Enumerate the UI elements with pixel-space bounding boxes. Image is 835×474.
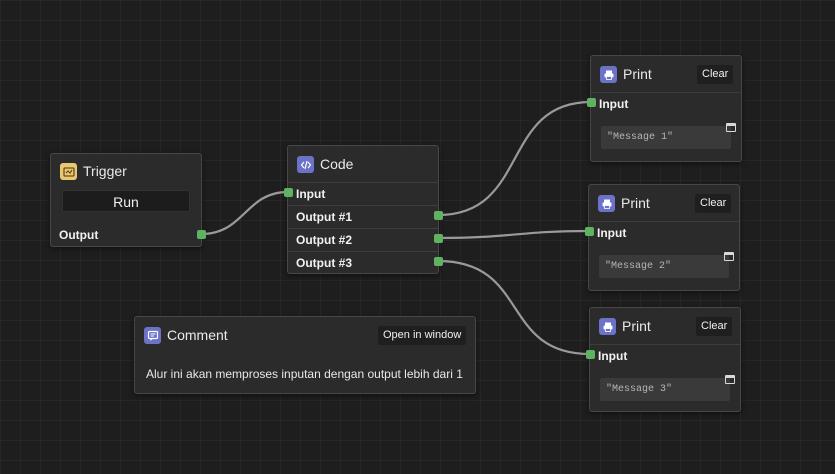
print-1-message: "Message 1" <box>607 132 674 143</box>
window-icon[interactable] <box>726 123 736 132</box>
code-input-label: Input <box>296 187 326 201</box>
code-output-1-row: Output #1 <box>288 205 438 227</box>
print-node-2[interactable]: Print Clear Input "Message 2" <box>585 184 740 291</box>
trigger-node-title: Trigger <box>83 163 127 179</box>
print-2-input-row: Input <box>589 221 739 243</box>
trigger-output-port[interactable] <box>197 230 206 239</box>
wire-trigger-to-code <box>200 190 289 236</box>
open-in-window-button[interactable]: Open in window <box>378 326 467 345</box>
code-output-1-port[interactable] <box>434 211 443 220</box>
code-icon <box>297 156 314 173</box>
comment-node-header[interactable]: Comment Open in window <box>135 317 475 353</box>
print-1-input-port[interactable] <box>587 98 596 107</box>
trigger-node-header[interactable]: Trigger <box>51 154 201 188</box>
print-2-message: "Message 2" <box>605 261 672 272</box>
code-output-1-label: Output #1 <box>296 210 352 224</box>
wire-code-out2-to-print2 <box>437 229 590 240</box>
trigger-node[interactable]: Trigger Run Output <box>50 153 206 247</box>
printer-icon <box>599 318 616 335</box>
printer-icon <box>598 195 615 212</box>
comment-node-title: Comment <box>167 327 228 343</box>
print-node-2-title: Print <box>621 195 650 211</box>
comment-node[interactable]: Comment Open in window Alur ini akan mem… <box>134 316 476 394</box>
print-3-input-port[interactable] <box>586 350 595 359</box>
print-2-input-port[interactable] <box>585 227 594 236</box>
window-icon[interactable] <box>725 375 735 384</box>
print-3-input-label: Input <box>598 349 628 363</box>
code-node-header[interactable]: Code <box>288 146 438 182</box>
print-node-1[interactable]: Print Clear Input "Message 1" <box>587 55 742 162</box>
trigger-output-label: Output <box>59 228 99 242</box>
print-node-3[interactable]: Print Clear Input "Message 3" <box>586 307 741 412</box>
trigger-output-row: Output <box>51 224 201 246</box>
print-1-clear-button[interactable]: Clear <box>697 65 734 84</box>
print-node-3-header[interactable]: Print Clear <box>590 308 740 344</box>
code-input-row: Input <box>288 182 438 204</box>
trigger-icon <box>60 163 77 180</box>
code-output-3-label: Output #3 <box>296 256 352 270</box>
code-node[interactable]: Code Input Output #1 Output #2 Output #3 <box>284 145 443 274</box>
print-3-input-row: Input <box>590 344 740 366</box>
print-1-input-row: Input <box>591 92 741 114</box>
run-button[interactable]: Run <box>62 190 190 212</box>
printer-icon <box>600 66 617 83</box>
print-3-message: "Message 3" <box>606 384 673 395</box>
code-output-3-row: Output #3 <box>288 251 438 273</box>
code-node-title: Code <box>320 156 354 172</box>
print-node-2-header[interactable]: Print Clear <box>589 185 739 221</box>
code-output-2-row: Output #2 <box>288 228 438 250</box>
print-node-1-header[interactable]: Print Clear <box>591 56 741 92</box>
print-3-clear-button[interactable]: Clear <box>696 317 733 336</box>
print-3-output-display: "Message 3" <box>600 378 730 401</box>
print-node-1-title: Print <box>623 66 652 82</box>
print-2-output-display: "Message 2" <box>599 255 729 278</box>
window-icon[interactable] <box>724 252 734 261</box>
print-node-3-title: Print <box>622 318 651 334</box>
print-2-clear-button[interactable]: Clear <box>695 194 732 213</box>
print-1-input-label: Input <box>599 97 629 111</box>
comment-icon <box>144 327 161 344</box>
print-2-input-label: Input <box>597 226 627 240</box>
comment-text: Alur ini akan memproses inputan dengan o… <box>146 367 463 381</box>
wire-code-out1-to-print1 <box>437 100 592 217</box>
code-output-2-label: Output #2 <box>296 233 352 247</box>
code-input-port[interactable] <box>284 188 293 197</box>
code-output-2-port[interactable] <box>434 234 443 243</box>
code-output-3-port[interactable] <box>434 257 443 266</box>
print-1-output-display: "Message 1" <box>601 126 731 149</box>
